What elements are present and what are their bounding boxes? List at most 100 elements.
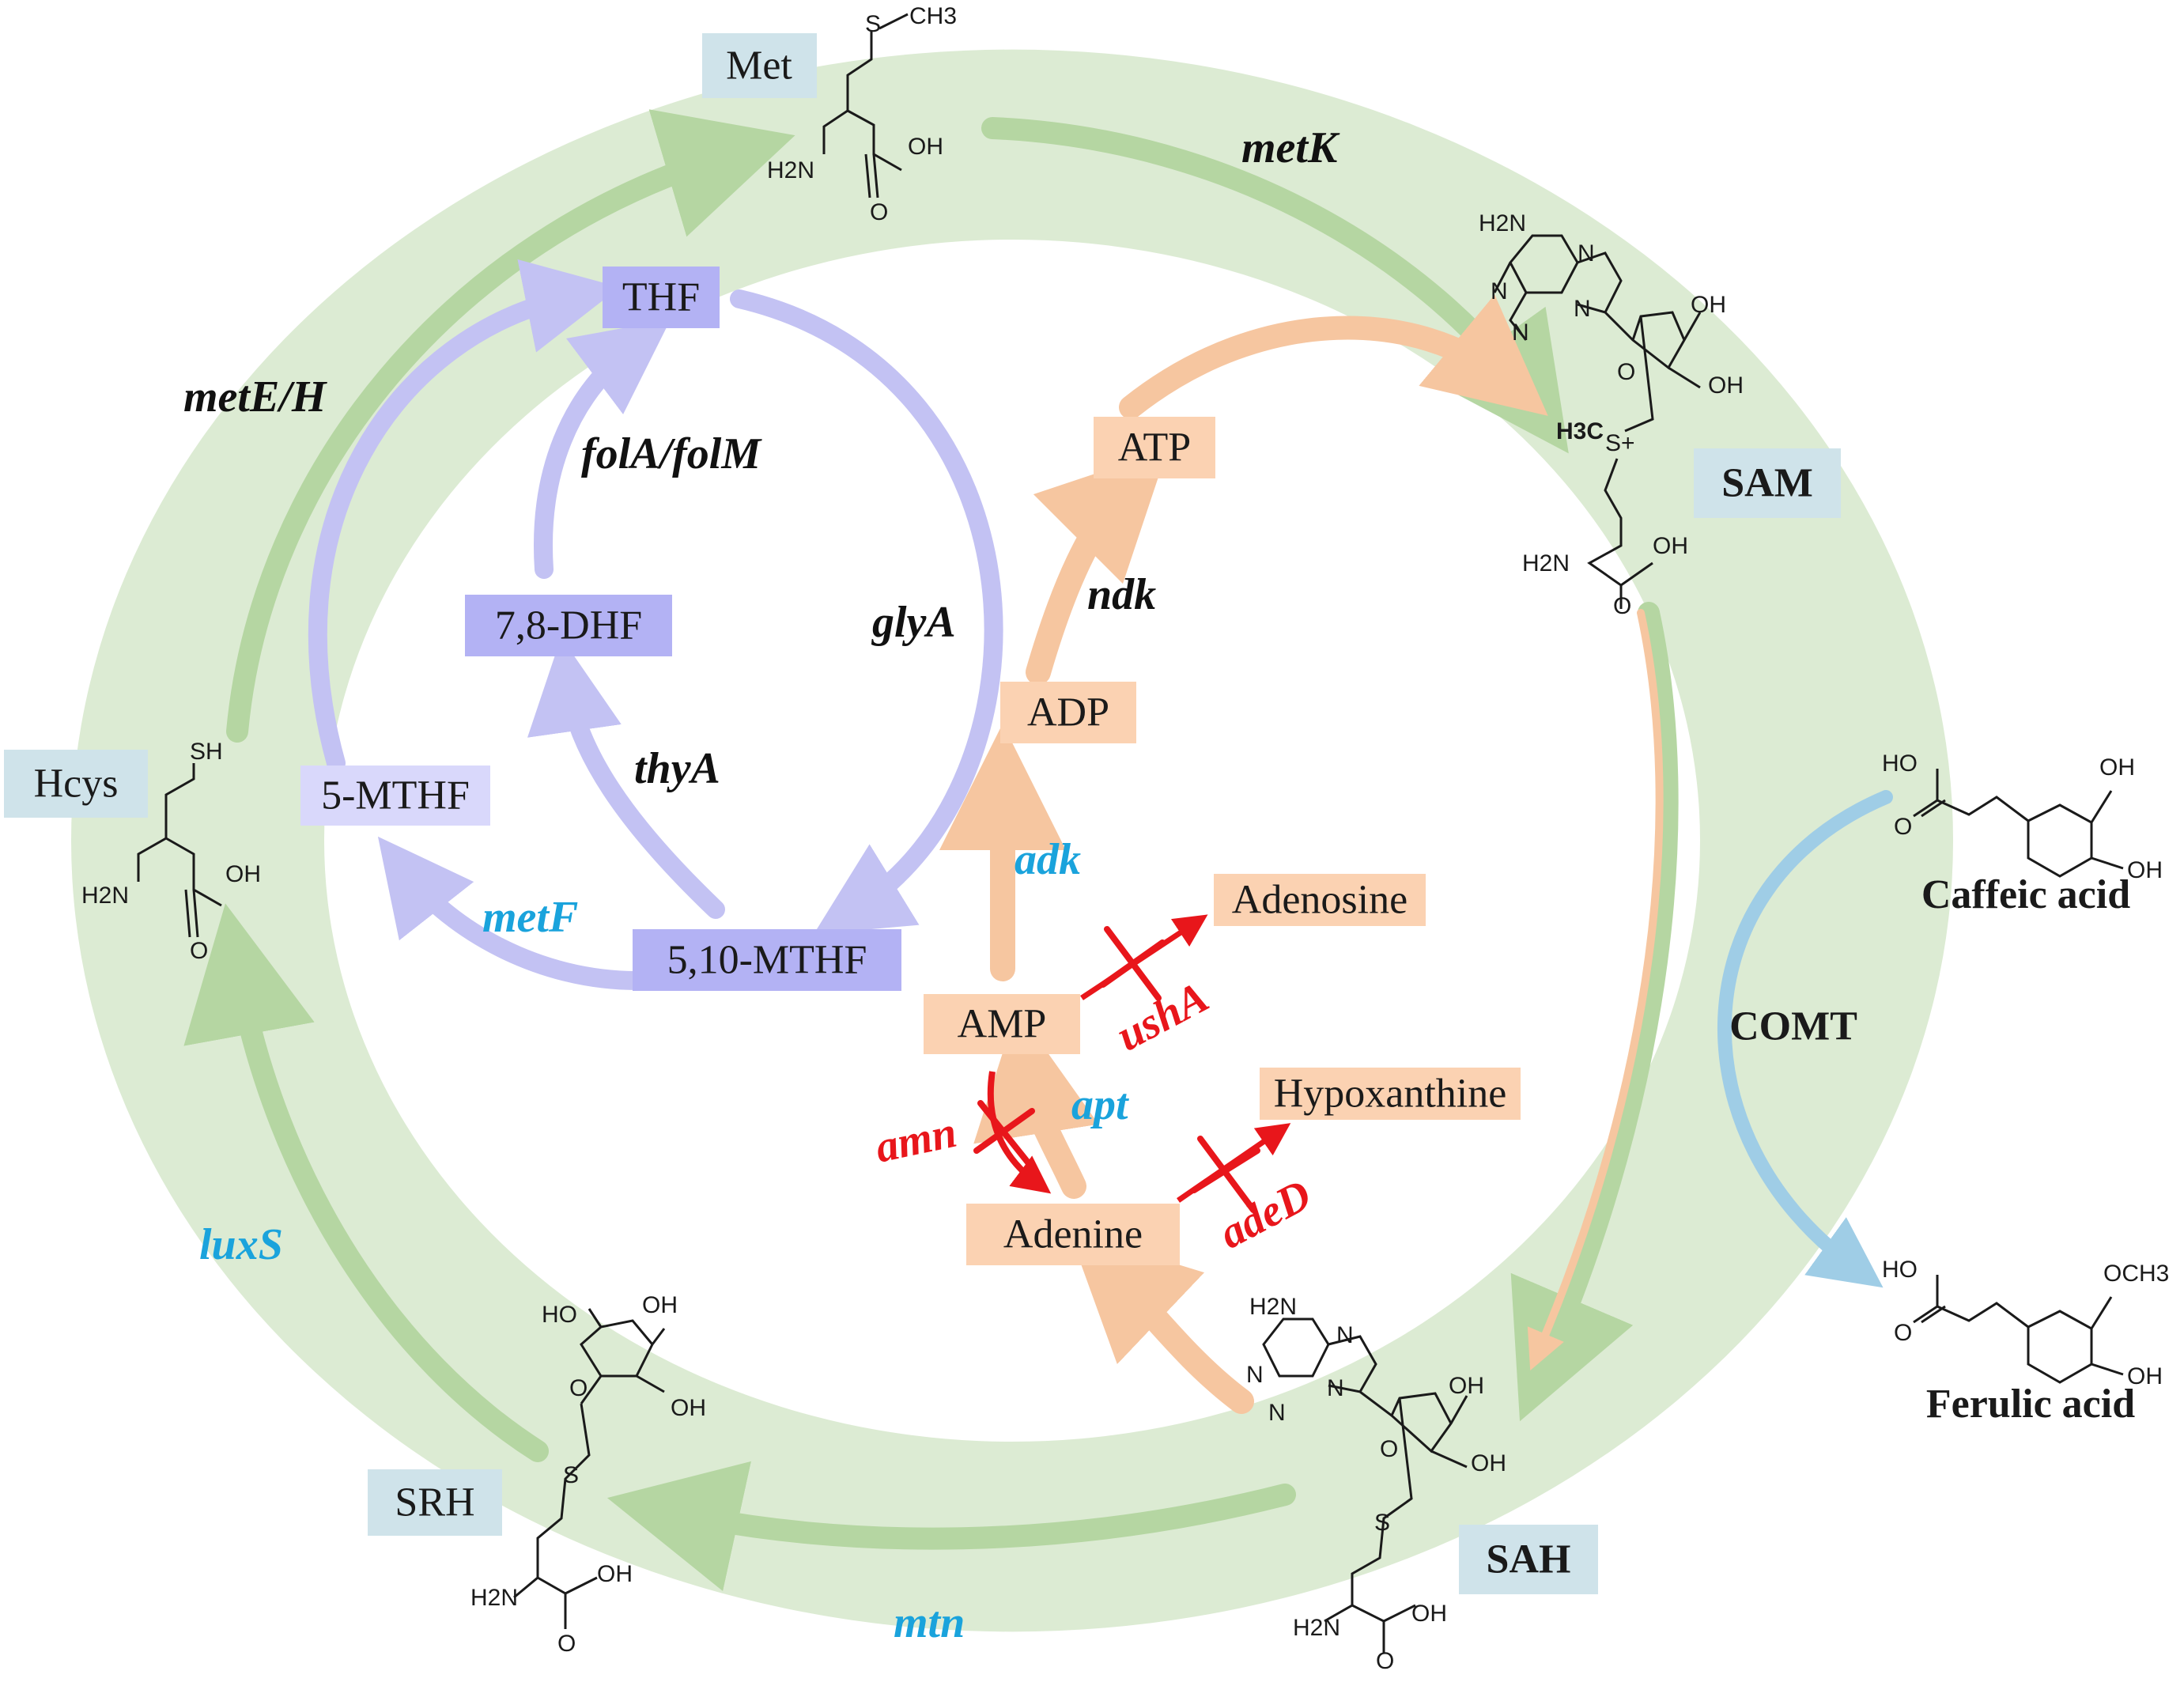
svg-text:O: O — [1617, 359, 1635, 385]
svg-text:N: N — [1327, 1375, 1344, 1401]
svg-text:OH: OH — [2127, 1363, 2163, 1389]
gene-thyA: thyA — [634, 744, 720, 793]
svg-text:N: N — [1578, 240, 1595, 267]
svg-text:S: S — [563, 1462, 579, 1488]
svg-text:O: O — [1894, 1320, 1912, 1346]
svg-text:HO: HO — [1882, 750, 1918, 777]
srh-label: SRH — [395, 1480, 474, 1525]
mthf510-box — [633, 929, 901, 991]
svg-text:HO: HO — [542, 1302, 577, 1328]
svg-text:OH: OH — [2099, 754, 2135, 781]
caffeic-acid-label: Caffeic acid — [1921, 872, 2130, 917]
adenine-box — [966, 1204, 1180, 1265]
adp-label: ADP — [1027, 690, 1109, 735]
arrow-caffeic-to-ferulic — [1717, 790, 1893, 1288]
svg-text:H3C: H3C — [1556, 418, 1604, 444]
gene-ushA: ushA — [1109, 973, 1216, 1061]
svg-text:S: S — [1374, 1510, 1390, 1536]
arrow-sam-to-sah — [1510, 602, 1679, 1422]
met-label: Met — [726, 43, 792, 89]
sam-structure: H2N N N N N OH OH O H3C S+ H2N OH O — [1479, 210, 1744, 619]
arrow-510mthf-to-dhf — [527, 637, 725, 919]
svg-text:O: O — [1894, 814, 1912, 840]
srh-structure: HO OH OH O S H2N OH O — [470, 1292, 706, 1657]
arrow-sah-to-srh — [606, 1461, 1296, 1591]
gene-ndk: ndk — [1087, 570, 1156, 619]
block-mark-aded — [1191, 1136, 1260, 1213]
svg-text:O: O — [190, 938, 208, 964]
svg-text:O: O — [569, 1375, 588, 1401]
svg-text:H2N: H2N — [1522, 550, 1570, 576]
arrow-thf-to-510mthf — [730, 289, 1003, 935]
svg-text:OH: OH — [597, 1561, 633, 1587]
gene-metK: metK — [1241, 123, 1340, 172]
svg-text:N: N — [1491, 278, 1508, 304]
gene-folAM: folA/folM — [581, 429, 762, 478]
svg-text:S+: S+ — [1605, 430, 1635, 456]
gene-glyA: glyA — [871, 598, 956, 647]
hypoxanthine-label: Hypoxanthine — [1274, 1072, 1507, 1117]
ferulic-acid-label: Ferulic acid — [1926, 1382, 2135, 1427]
gene-mtn: mtn — [894, 1598, 965, 1647]
svg-text:O: O — [557, 1631, 576, 1657]
sam-label: SAM — [1721, 461, 1813, 506]
svg-text:H2N: H2N — [767, 157, 814, 183]
svg-text:H2N: H2N — [1249, 1294, 1297, 1320]
block-mark-usha — [1100, 926, 1166, 1001]
gene-metF: metF — [482, 893, 578, 942]
arrow-sah-to-adenine — [1069, 1230, 1254, 1414]
svg-text:H2N: H2N — [81, 883, 129, 909]
gene-apt: apt — [1071, 1080, 1129, 1129]
arrow-adp-to-atp — [1026, 449, 1168, 685]
amp-label: AMP — [958, 1002, 1047, 1047]
arrow-sam-to-sah-orange — [1527, 609, 1664, 1370]
svg-text:OH: OH — [1411, 1601, 1447, 1627]
svg-text:OH: OH — [671, 1395, 706, 1421]
svg-text:OH: OH — [1449, 1373, 1484, 1399]
sah-label: SAH — [1487, 1537, 1571, 1582]
svg-text:OH: OH — [1708, 372, 1744, 399]
gene-metEH: metE/H — [183, 372, 327, 422]
svg-text:S: S — [865, 11, 881, 37]
svg-text:OH: OH — [1653, 533, 1688, 559]
svg-text:OH: OH — [642, 1292, 678, 1318]
amp-box — [924, 994, 1080, 1054]
adp-box — [1000, 682, 1136, 743]
svg-text:O: O — [1613, 593, 1631, 619]
svg-text:O: O — [1380, 1436, 1398, 1462]
arrow-hcys-to-met — [226, 109, 795, 743]
gene-amn: amn — [871, 1108, 961, 1173]
gene-adeD: adeD — [1211, 1170, 1319, 1259]
comt-label: COMT — [1729, 1004, 1857, 1049]
adenosine-box — [1214, 874, 1426, 926]
hcys-label: Hcys — [34, 762, 119, 807]
srh-box — [368, 1469, 502, 1536]
mthf5-label: 5-MTHF — [321, 773, 470, 818]
sam-box — [1694, 448, 1841, 518]
svg-text:N: N — [1512, 319, 1529, 346]
gene-adk: adk — [1015, 835, 1081, 884]
hypoxanthine-box — [1260, 1068, 1521, 1120]
arrow-atp-to-sam — [1119, 294, 1548, 419]
svg-text:H2N: H2N — [470, 1585, 518, 1611]
thf-box — [603, 267, 720, 328]
arrow-adenine-to-amp — [973, 1008, 1099, 1199]
svg-text:N: N — [1574, 296, 1591, 322]
dhf-label: 7,8-DHF — [495, 603, 642, 648]
atp-box — [1094, 417, 1215, 478]
dhf-box — [465, 595, 672, 656]
svg-text:HO: HO — [1882, 1257, 1918, 1283]
svg-text:OH: OH — [225, 861, 261, 887]
svg-text:OH: OH — [1691, 292, 1726, 318]
svg-text:CH3: CH3 — [909, 3, 957, 29]
met-box — [702, 33, 817, 98]
sah-structure: H2N N N N N OH OH O S H2N OH O — [1246, 1294, 1506, 1674]
arrow-dhf-to-thf — [534, 319, 671, 579]
adenosine-label: Adenosine — [1232, 878, 1408, 923]
caffeic-acid-structure: HO O OH OH — [1882, 750, 2163, 883]
svg-text:O: O — [1376, 1648, 1394, 1674]
arrow-srh-to-hcys — [183, 903, 549, 1462]
svg-text:OH: OH — [1471, 1450, 1506, 1476]
